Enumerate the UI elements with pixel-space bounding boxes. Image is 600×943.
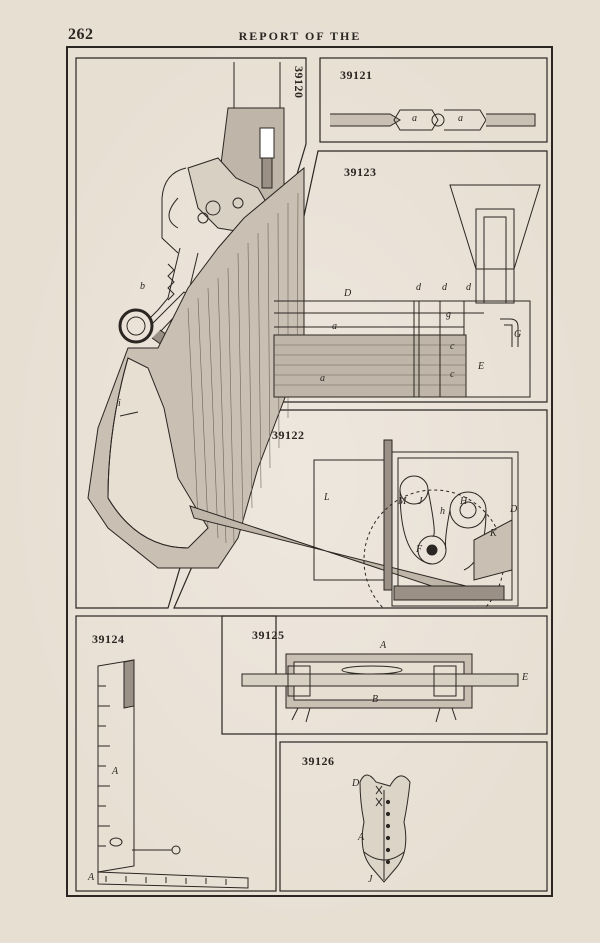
figure-39121-label-a2: a bbox=[458, 113, 463, 124]
figure-39120-label-b: b bbox=[140, 281, 145, 292]
figure-39122-label-J: J bbox=[418, 496, 423, 507]
figure-39124-label-A2: A bbox=[88, 872, 95, 883]
figure-39123-label-d1: d bbox=[416, 282, 421, 293]
figure-39125: 39125 A B E bbox=[222, 616, 547, 734]
figure-39122: 39122 bbox=[174, 410, 547, 608]
figure-39124-drawing bbox=[97, 659, 249, 889]
patent-plate: 39120 b i 39121 a a bbox=[66, 46, 553, 897]
figure-39123: 39123 bbox=[264, 151, 547, 402]
figure-39125-label-B: B bbox=[372, 694, 379, 705]
figure-39124-number: 39124 bbox=[92, 632, 125, 646]
figure-39121-drawing bbox=[330, 109, 536, 131]
figure-39122-label-H: H bbox=[460, 496, 468, 507]
figure-39121-number: 39121 bbox=[340, 68, 373, 82]
figure-39123-label-c1: c bbox=[450, 341, 455, 352]
figure-39120-label-i: i bbox=[118, 398, 121, 409]
figure-39123-label-g: g bbox=[446, 309, 451, 320]
figure-39126-label-D: D bbox=[352, 778, 360, 789]
figure-39126-drawing bbox=[359, 774, 411, 883]
figure-39123-label-c2: c bbox=[450, 369, 455, 380]
figure-39125-drawing bbox=[241, 653, 519, 723]
page-number: 262 bbox=[68, 26, 94, 43]
running-head: REPORT OF THE bbox=[238, 29, 362, 43]
figure-39121-label-a1: a bbox=[412, 113, 417, 124]
figure-39123-label-G: G bbox=[514, 329, 522, 340]
figure-39122-label-M: M bbox=[398, 496, 407, 507]
figure-39121: 39121 a a bbox=[320, 58, 547, 142]
figure-39123-label-a1: a bbox=[332, 321, 337, 332]
figure-39122-number: 39122 bbox=[272, 428, 305, 442]
figure-39126-label-J: J bbox=[368, 874, 373, 885]
figure-39125-label-A: A bbox=[380, 640, 387, 651]
figure-39125-number: 39125 bbox=[252, 628, 285, 642]
figure-39126-label-A: A bbox=[358, 832, 365, 843]
figure-39123-label-d3: d bbox=[466, 282, 471, 293]
figure-39123-label-d2: d bbox=[442, 282, 447, 293]
figure-39123-label-E: E bbox=[478, 361, 485, 372]
figure-39124: 39124 bbox=[76, 616, 276, 891]
figure-39123-label-a2: a bbox=[320, 373, 325, 384]
figure-39122-label-K: K bbox=[490, 528, 497, 539]
figure-39122-drawing bbox=[189, 439, 519, 608]
figure-39120-number: 39120 bbox=[292, 66, 306, 99]
figure-39126-number: 39126 bbox=[302, 754, 335, 768]
figure-39123-number: 39123 bbox=[344, 165, 377, 179]
figure-39125-label-E: E bbox=[522, 672, 529, 683]
figure-39123-label-D: D bbox=[344, 288, 352, 299]
figure-39122-label-F: F bbox=[416, 544, 423, 555]
figure-39122-label-h: h bbox=[440, 506, 445, 517]
figure-39126: 39126 D A bbox=[280, 742, 547, 891]
figure-39122-label-L: L bbox=[324, 492, 330, 503]
figure-39122-label-D: D bbox=[510, 504, 518, 515]
figure-39123-drawing bbox=[273, 184, 541, 398]
figure-39124-label-A1: A bbox=[112, 766, 119, 777]
